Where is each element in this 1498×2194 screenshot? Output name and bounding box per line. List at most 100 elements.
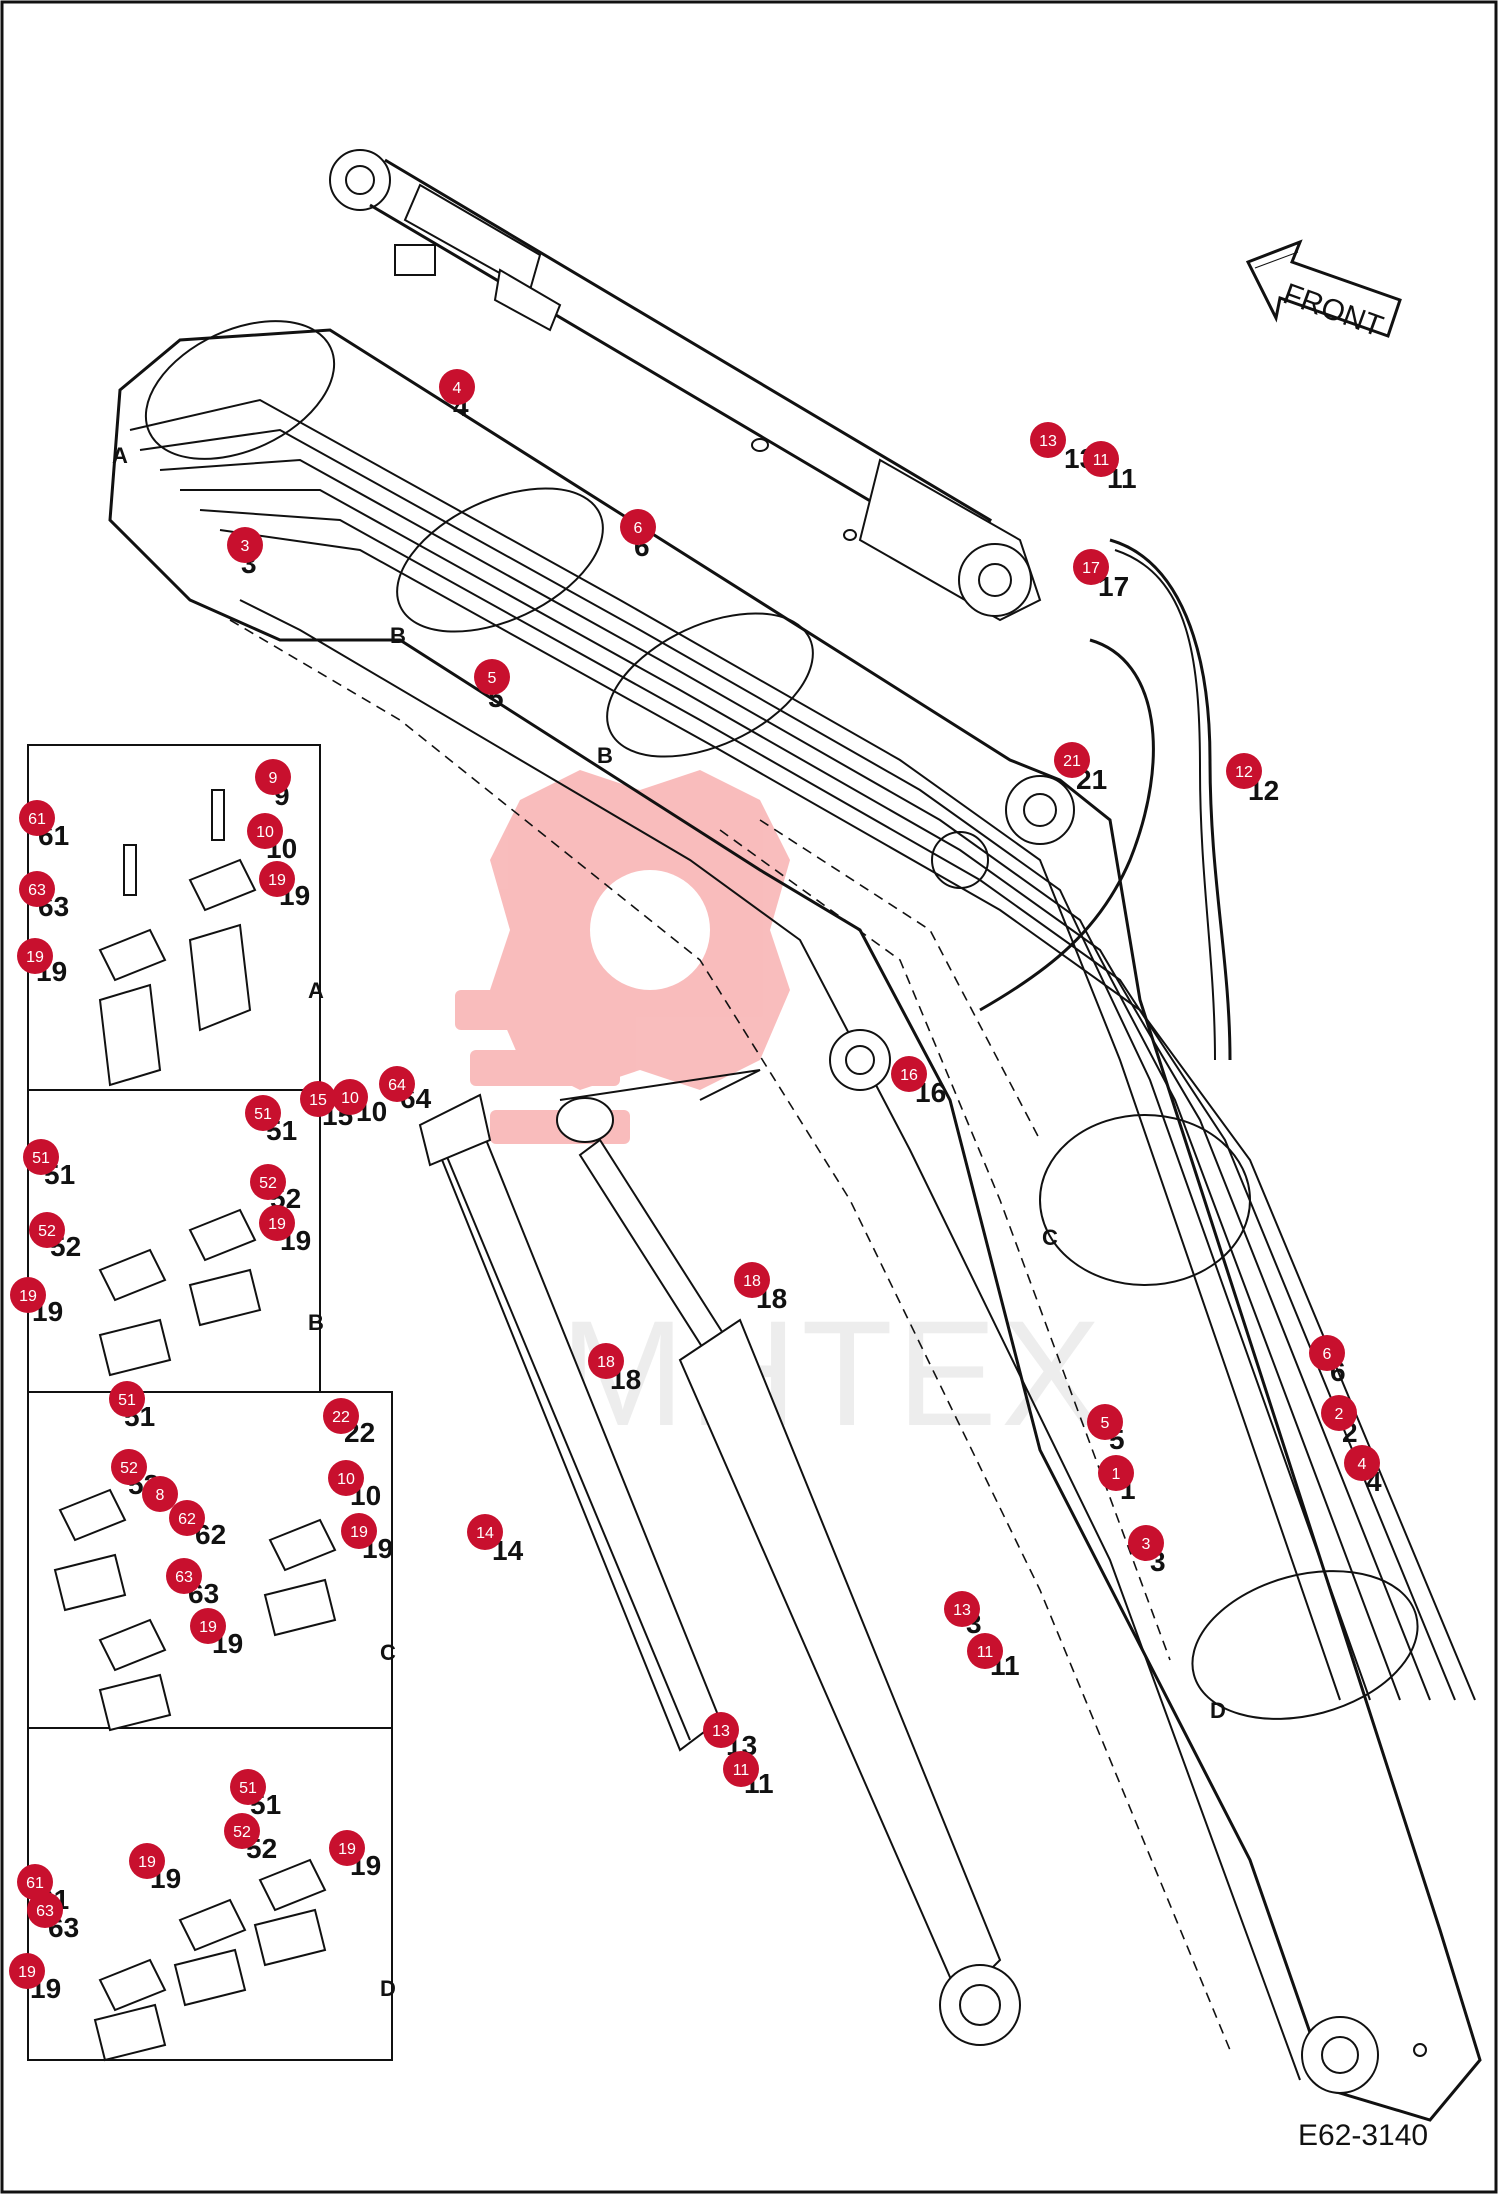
callout-number: 10: [337, 1471, 355, 1488]
callout-badge: 4: [1344, 1445, 1380, 1481]
callout-circle: [10, 1277, 46, 1313]
callout-badge: 15: [300, 1081, 336, 1117]
callout-number: 10: [341, 1090, 359, 1107]
callout-number: 9: [269, 770, 278, 787]
callout-circle: [109, 1381, 145, 1417]
callout-circle: [341, 1513, 377, 1549]
callout-number: 11: [977, 1644, 994, 1661]
callout-circle: [332, 1079, 368, 1115]
clamp-parts: [53, 789, 337, 2062]
callout-circle: [323, 1398, 359, 1434]
callout-number: 63: [36, 1903, 54, 1920]
callout-circle: [27, 1892, 63, 1928]
callout-number: 17: [1082, 560, 1100, 577]
callout-badge: 22: [323, 1398, 359, 1434]
watermark-logo-icon: [455, 770, 790, 1144]
callout-badge: 11: [723, 1751, 759, 1787]
callout-circle: [1030, 422, 1066, 458]
callout-number: 19: [268, 872, 286, 889]
callout-number: 52: [38, 1223, 56, 1240]
callout-number: 14: [476, 1525, 494, 1542]
callout-circle: [1309, 1335, 1345, 1371]
callout-badge: 63: [166, 1558, 202, 1594]
callout-circle: [1226, 753, 1262, 789]
callout-badge: 51: [245, 1095, 281, 1131]
callout-circle: [259, 1205, 295, 1241]
boom-cylinder: [329, 149, 1042, 622]
callout-circle: [891, 1056, 927, 1092]
callout-badge: 13: [703, 1712, 739, 1748]
callout-badge: 18: [734, 1262, 770, 1298]
callout-badge: 4: [439, 369, 475, 405]
callout-circle: [1128, 1525, 1164, 1561]
callout-badge: 51: [109, 1381, 145, 1417]
callout-circle: [328, 1460, 364, 1496]
callout-number: 15: [309, 1092, 327, 1109]
callout-number: 51: [32, 1150, 50, 1167]
callout-number: 63: [28, 882, 46, 899]
callout-circle: [17, 938, 53, 974]
callout-badge: 52: [111, 1449, 147, 1485]
callout-number: 51: [239, 1780, 257, 1797]
callout-number: 63: [175, 1569, 193, 1586]
main-letter-d: D: [1210, 1698, 1226, 1723]
callout-number: 19: [19, 1288, 37, 1305]
callout-badge: 11: [1083, 441, 1119, 477]
callout-badge: 10: [328, 1460, 364, 1496]
callout-badge: 6: [620, 509, 656, 545]
callout-circle: [620, 509, 656, 545]
callout-circle: [19, 800, 55, 836]
callout-circle: [190, 1608, 226, 1644]
main-letter-b-2: B: [597, 743, 613, 768]
callout-number: 61: [26, 1875, 44, 1892]
front-arrow-icon: FRONT: [1245, 239, 1402, 344]
callout-badge: 52: [250, 1164, 286, 1200]
callout-badge: 51: [23, 1139, 59, 1175]
callout-circle: [1083, 441, 1119, 477]
callout-badge: 19: [9, 1953, 45, 1989]
callout-circle: [1087, 1404, 1123, 1440]
callout-circle: [9, 1953, 45, 1989]
callout-circle: [111, 1449, 147, 1485]
callout-badge: 63: [27, 1892, 63, 1928]
callout-badge: 61: [17, 1864, 53, 1900]
callout-circle: [1098, 1455, 1134, 1491]
callout-badge: 10: [247, 813, 283, 849]
callout-number: 19: [338, 1841, 356, 1858]
callout-circle: [230, 1769, 266, 1805]
callout-circle: [1321, 1395, 1357, 1431]
callout-badge: 10: [332, 1079, 368, 1115]
callout-badge: 21: [1054, 742, 1090, 778]
callout-circle: [474, 659, 510, 695]
watermark-text: MHTEX: [560, 1289, 1105, 1457]
callout-badge: 52: [29, 1212, 65, 1248]
callout-number: 19: [268, 1216, 286, 1233]
callout-circle: [224, 1813, 260, 1849]
callout-badge: 19: [259, 861, 295, 897]
callout-badge: 19: [259, 1205, 295, 1241]
callout-circle: [19, 871, 55, 907]
callout-circle: [1054, 742, 1090, 778]
callout-circle: [439, 369, 475, 405]
callout-number: 19: [199, 1619, 217, 1636]
callout-circle: [17, 1864, 53, 1900]
callout-circle: [169, 1500, 205, 1536]
callout-circle: [734, 1262, 770, 1298]
callout-badge: 62: [169, 1500, 205, 1536]
callout-badge: 61: [19, 800, 55, 836]
callout-circle: [467, 1514, 503, 1550]
callout-badge: 1: [1098, 1455, 1134, 1491]
callout-circle: [723, 1751, 759, 1787]
callout-number: 19: [26, 949, 44, 966]
arm-cylinder: [556, 1069, 1021, 2046]
boom-body: [108, 328, 1482, 2122]
callout-number: 12: [1235, 764, 1253, 781]
callout-number: 19: [350, 1524, 368, 1541]
callout-badge: 2: [1321, 1395, 1357, 1431]
callout-badge: 19: [10, 1277, 46, 1313]
callout-number: 6: [1323, 1346, 1332, 1363]
callout-badge: 5: [474, 659, 510, 695]
callout-number: 62: [178, 1511, 196, 1528]
